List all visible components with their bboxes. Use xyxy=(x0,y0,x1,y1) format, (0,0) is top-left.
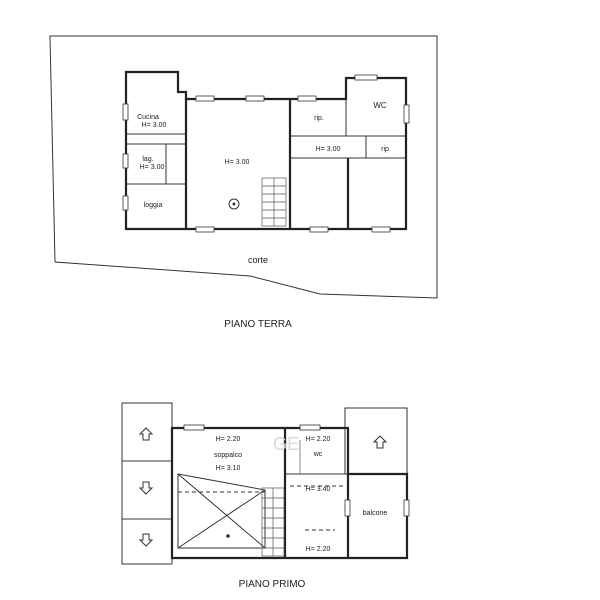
mezzanine-void xyxy=(177,473,266,549)
first-floor-stairs xyxy=(261,487,285,557)
ground-floor-outline xyxy=(124,70,408,231)
fireplace-symbol xyxy=(228,198,240,210)
right-height-mid-label: H= 3.40 xyxy=(306,486,331,493)
courtyard-label: corte xyxy=(248,255,268,265)
wc-first-label: wc xyxy=(313,451,323,458)
first-floor-title: PIANO PRIMO xyxy=(239,579,306,590)
roof-sections-left xyxy=(121,402,173,565)
ground-floor-stairs xyxy=(261,177,287,227)
wc-ground-label: WC xyxy=(373,101,387,110)
laundry-label: lag. xyxy=(142,156,153,163)
kitchen-label: Cucina xyxy=(137,114,159,121)
corridor-height-label: H= 3.00 xyxy=(316,146,341,153)
storage-right-label: rip. xyxy=(381,146,391,153)
loggia-label: loggia xyxy=(144,202,163,209)
main-room-height-label: H= 3.00 xyxy=(225,159,250,166)
fireplace-dot xyxy=(232,202,236,206)
storage-top-label: rip. xyxy=(314,115,324,122)
lot-boundary xyxy=(49,35,438,299)
roof-slope-arrow-icons xyxy=(138,427,388,547)
balcony-label: balcone xyxy=(363,510,388,517)
kitchen-height-label: H= 3.00 xyxy=(142,122,167,129)
ground-floor-partitions xyxy=(126,99,406,229)
attic-height-mid-label: H= 3.10 xyxy=(216,465,241,472)
roof-section-right xyxy=(344,407,408,475)
first-floor-outline xyxy=(170,426,409,560)
watermark-logo: GE xyxy=(273,434,299,454)
attic-dot xyxy=(226,534,230,538)
right-height-top-label: H= 2.20 xyxy=(306,436,331,443)
laundry-height-label: H= 3.00 xyxy=(140,164,165,171)
ground-floor-windows xyxy=(122,74,410,233)
right-height-bottom-label: H= 2.20 xyxy=(306,546,331,553)
attic-height-top-label: H= 2.20 xyxy=(216,436,241,443)
ground-floor-title: PIANO TERRA xyxy=(224,319,292,330)
first-floor-windows xyxy=(183,424,410,517)
attic-label: soppalco xyxy=(214,452,242,459)
